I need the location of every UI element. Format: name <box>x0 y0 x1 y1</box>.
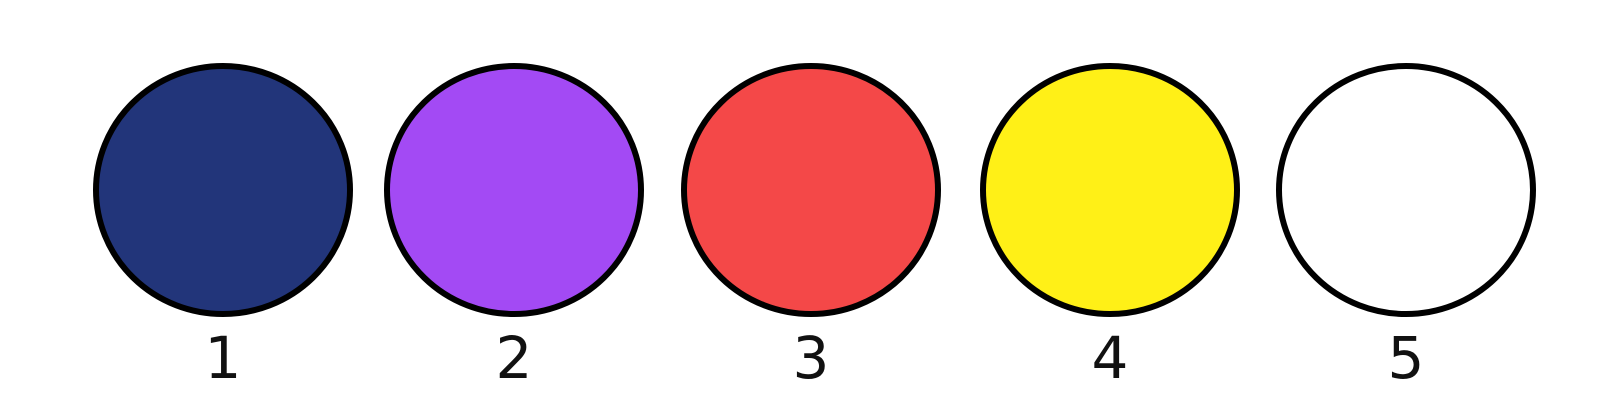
color-circle-4 <box>980 63 1240 317</box>
circle-item-4: 4 <box>980 63 1240 392</box>
circle-number-label-5: 5 <box>1388 324 1425 392</box>
color-circle-2 <box>384 63 644 317</box>
color-circle-1 <box>93 63 353 317</box>
circle-number-label-2: 2 <box>496 324 533 392</box>
circle-item-1: 1 <box>93 63 353 392</box>
circle-item-2: 2 <box>384 63 644 392</box>
circle-number-label-4: 4 <box>1092 324 1129 392</box>
circle-item-3: 3 <box>681 63 941 392</box>
circle-number-label-1: 1 <box>205 324 242 392</box>
circle-item-5: 5 <box>1276 63 1536 392</box>
color-circle-3 <box>681 63 941 317</box>
color-circle-5 <box>1276 63 1536 317</box>
circle-number-label-3: 3 <box>793 324 830 392</box>
